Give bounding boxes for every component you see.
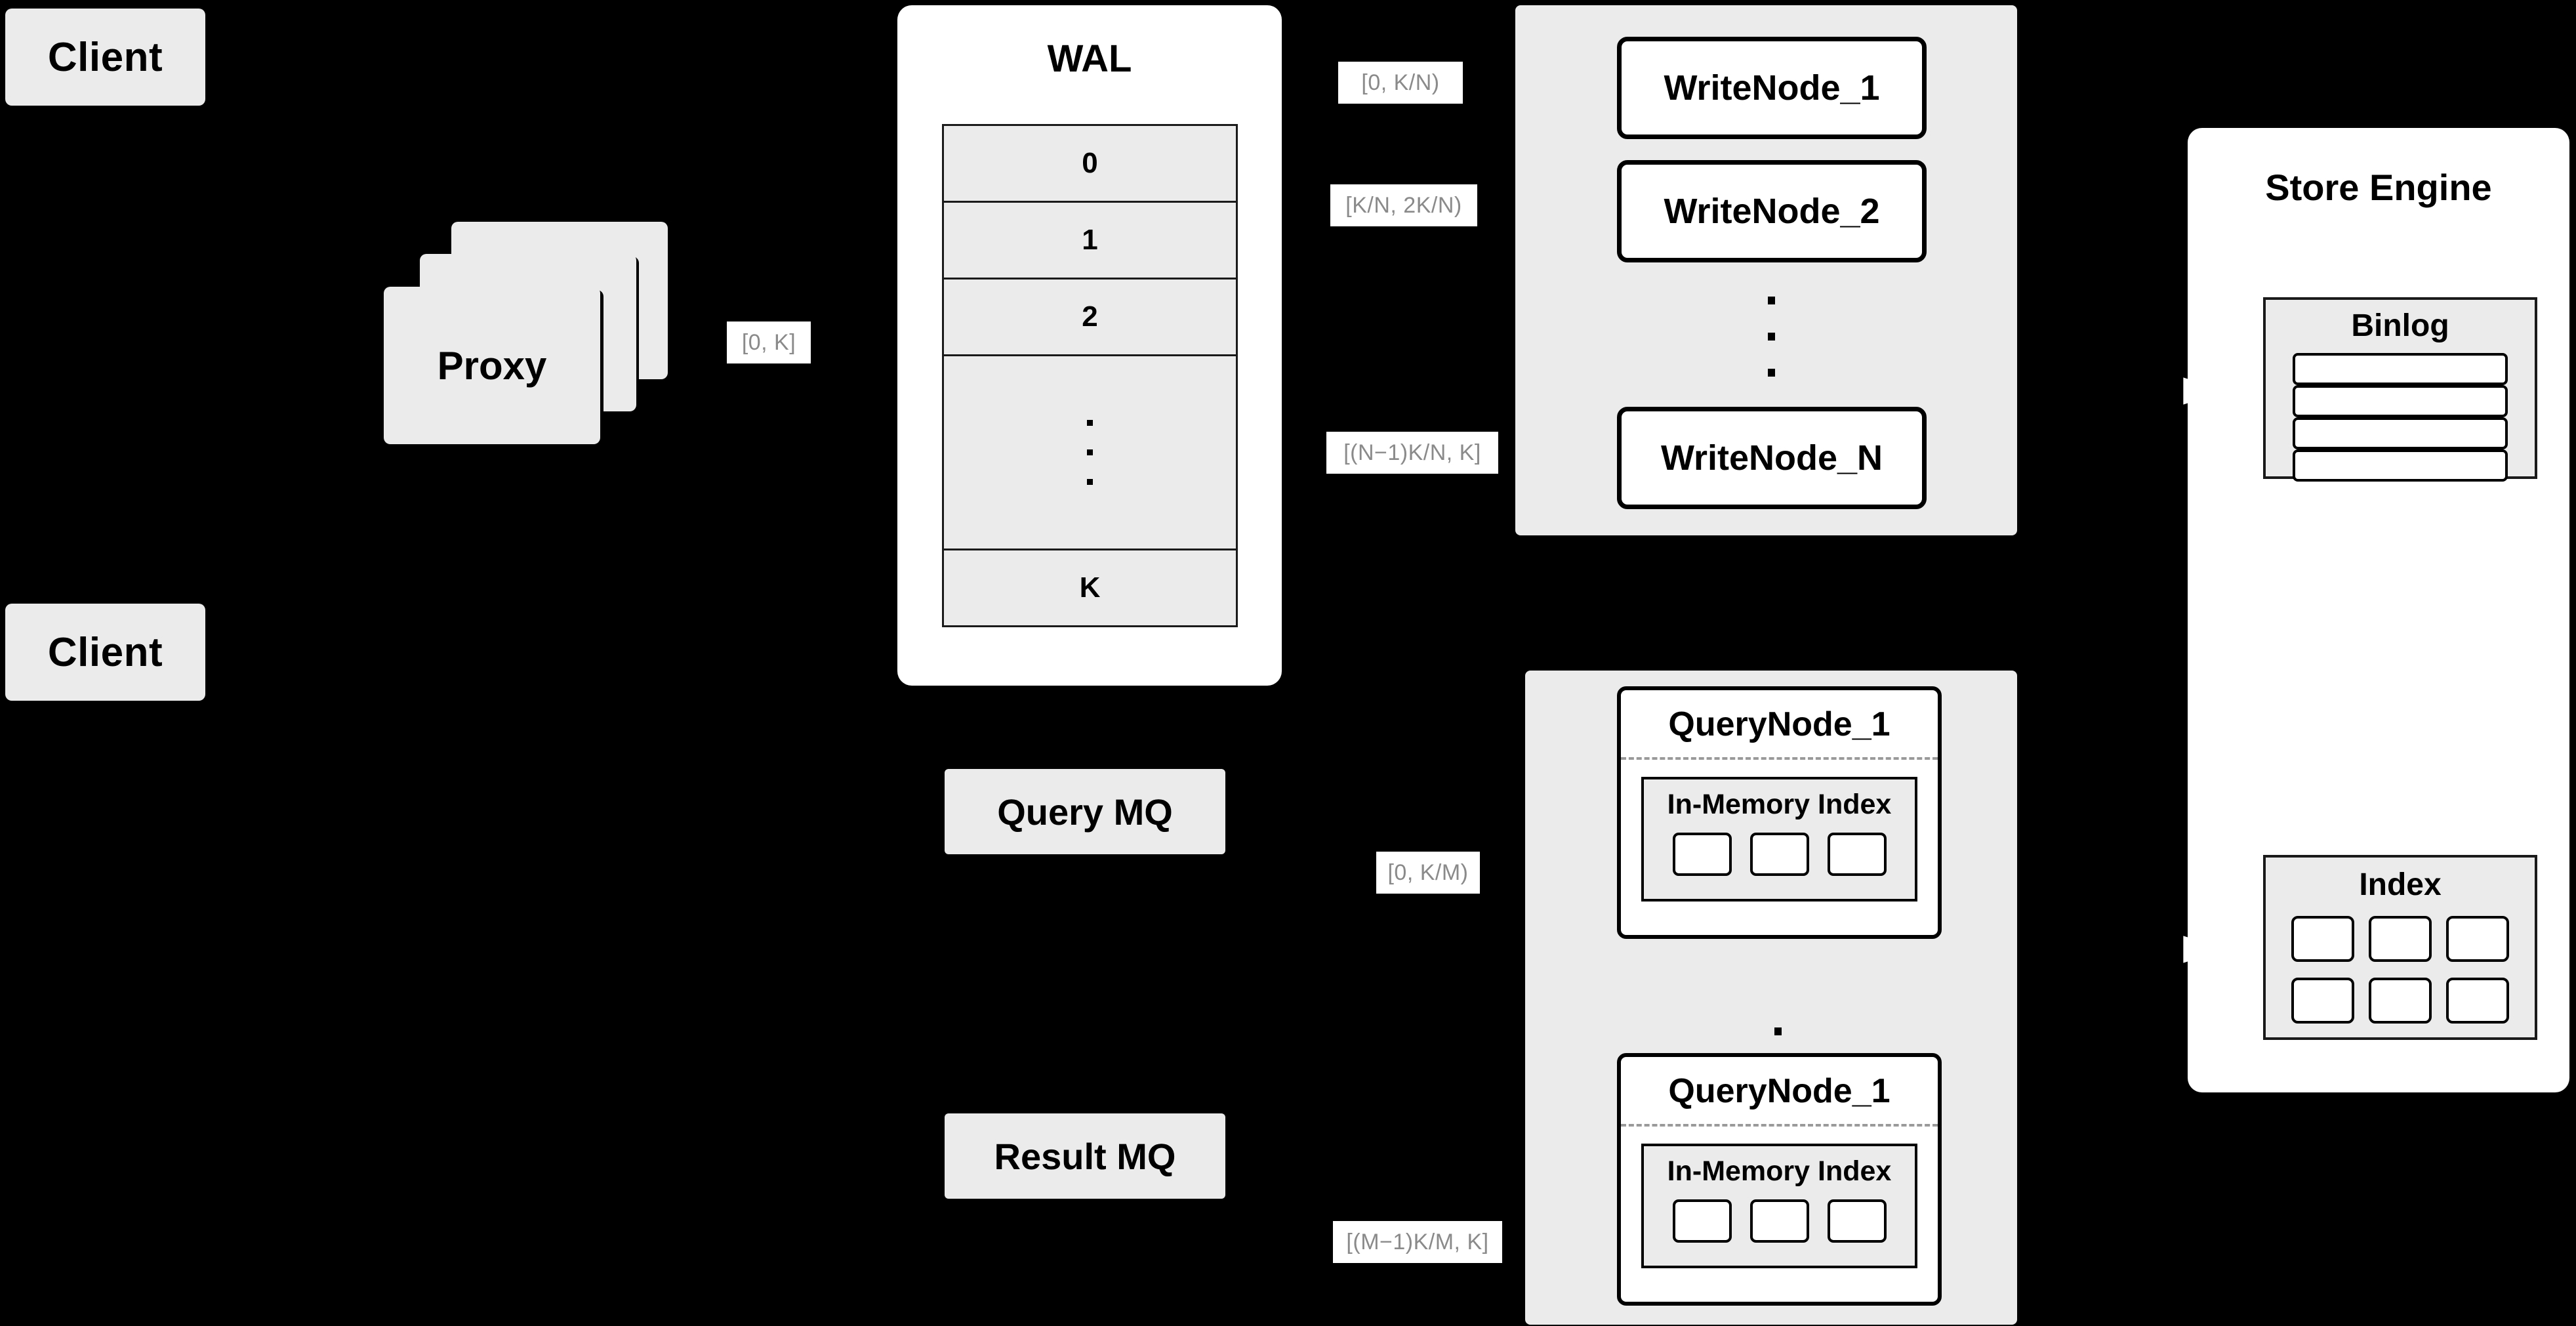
client-label-1: Client: [47, 34, 163, 80]
edge-label-wal-to-writenode-1: [0, K/N): [1338, 62, 1463, 104]
index-cell: [2291, 978, 2354, 1024]
binlog-bar: [2293, 449, 2508, 482]
index-cell: [2369, 916, 2432, 962]
index-cell: [2446, 916, 2509, 962]
result-mq-label: Result MQ: [994, 1135, 1176, 1177]
wal-row-0: 0: [944, 126, 1236, 203]
store-index-box: Index: [2263, 855, 2537, 1040]
index-cell: [1672, 1199, 1732, 1243]
query-node-m[interactable]: QueryNode_1 In-Memory Index: [1617, 1053, 1942, 1306]
binlog-bar: [2293, 353, 2508, 385]
ellipsis-dot: [1767, 297, 1775, 304]
edge-label-mq-to-querynode-1: [0, K/M): [1376, 852, 1480, 894]
query-node-1-divider: [1621, 757, 1938, 760]
query-node-1[interactable]: QueryNode_1 In-Memory Index: [1617, 686, 1942, 939]
in-memory-index-m-cells: [1672, 1199, 1887, 1243]
ellipsis-dot: [1774, 1027, 1782, 1035]
index-cell: [2369, 978, 2432, 1024]
write-node-ellipsis: [1732, 281, 1810, 392]
write-node-cluster-panel: WriteNode_1 WriteNode_2 WriteNode_N: [1515, 5, 2017, 535]
index-cell: [1749, 833, 1809, 876]
wal-rows-ellipsis: [944, 356, 1236, 550]
index-cell: [1827, 1199, 1887, 1243]
wal-row-k: K: [944, 550, 1236, 625]
binlog-title: Binlog: [2351, 308, 2449, 343]
proxy-label: Proxy: [437, 343, 547, 388]
index-cell: [1672, 833, 1732, 876]
query-node-1-title: QueryNode_1: [1668, 705, 1891, 743]
query-node-cluster-panel: QueryNode_1 In-Memory Index QueryNode_1: [1525, 671, 2017, 1325]
proxy-node[interactable]: Proxy: [384, 287, 600, 444]
index-cell: [2291, 916, 2354, 962]
client-label-2: Client: [47, 629, 163, 675]
edge-label-wal-to-writenode-n: [(N−1)K/N, K]: [1326, 432, 1498, 474]
wal-row-2: 2: [944, 280, 1236, 356]
index-cell: [2446, 978, 2509, 1024]
query-node-m-title: QueryNode_1: [1668, 1072, 1891, 1110]
client-node-1[interactable]: Client: [5, 9, 205, 106]
binlog-bar: [2293, 417, 2508, 449]
ellipsis-dot: [1767, 333, 1775, 341]
wal-title: WAL: [1047, 37, 1132, 80]
write-node-n-label: WriteNode_N: [1660, 438, 1883, 478]
in-memory-index-1: In-Memory Index: [1641, 777, 1917, 901]
in-memory-index-1-title: In-Memory Index: [1667, 789, 1892, 820]
wal-table: 0 1 2 K: [942, 124, 1238, 627]
index-cell: [1749, 1199, 1809, 1243]
client-node-2[interactable]: Client: [5, 604, 205, 701]
edge-label-mq-to-querynode-m: [(M−1)K/M, K]: [1333, 1221, 1502, 1263]
in-memory-index-m-title: In-Memory Index: [1667, 1155, 1892, 1187]
wal-panel: WAL 0 1 2 K: [897, 5, 1282, 686]
store-index-grid: [2291, 916, 2509, 1024]
in-memory-index-m: In-Memory Index: [1641, 1144, 1917, 1268]
binlog-box: Binlog: [2263, 297, 2537, 482]
query-mq-node[interactable]: Query MQ: [945, 769, 1225, 854]
ellipsis-dot: [1087, 420, 1093, 426]
store-index-title: Index: [2359, 867, 2442, 902]
query-node-m-divider: [1621, 1124, 1938, 1127]
binlog-bars: [2293, 353, 2508, 482]
edge-label-wal-to-writenode-2: [K/N, 2K/N): [1330, 184, 1477, 226]
index-cell: [1827, 833, 1887, 876]
in-memory-index-1-cells: [1672, 833, 1887, 876]
write-node-2[interactable]: WriteNode_2: [1617, 160, 1927, 262]
write-node-1-label: WriteNode_1: [1664, 68, 1880, 108]
ellipsis-dot: [1087, 479, 1093, 485]
edge-label-proxy-to-wal: [0, K]: [727, 321, 811, 363]
wal-row-1: 1: [944, 203, 1236, 280]
store-engine-title: Store Engine: [2265, 167, 2492, 208]
write-node-n[interactable]: WriteNode_N: [1617, 407, 1927, 509]
store-engine-panel: Store Engine Binlog Index: [2188, 128, 2569, 1092]
query-mq-label: Query MQ: [997, 791, 1173, 833]
ellipsis-dot: [1767, 369, 1775, 377]
binlog-bar: [2293, 385, 2508, 417]
result-mq-node[interactable]: Result MQ: [945, 1113, 1225, 1199]
write-node-2-label: WriteNode_2: [1664, 192, 1880, 231]
ellipsis-dot: [1087, 449, 1093, 455]
write-node-1[interactable]: WriteNode_1: [1617, 37, 1927, 139]
